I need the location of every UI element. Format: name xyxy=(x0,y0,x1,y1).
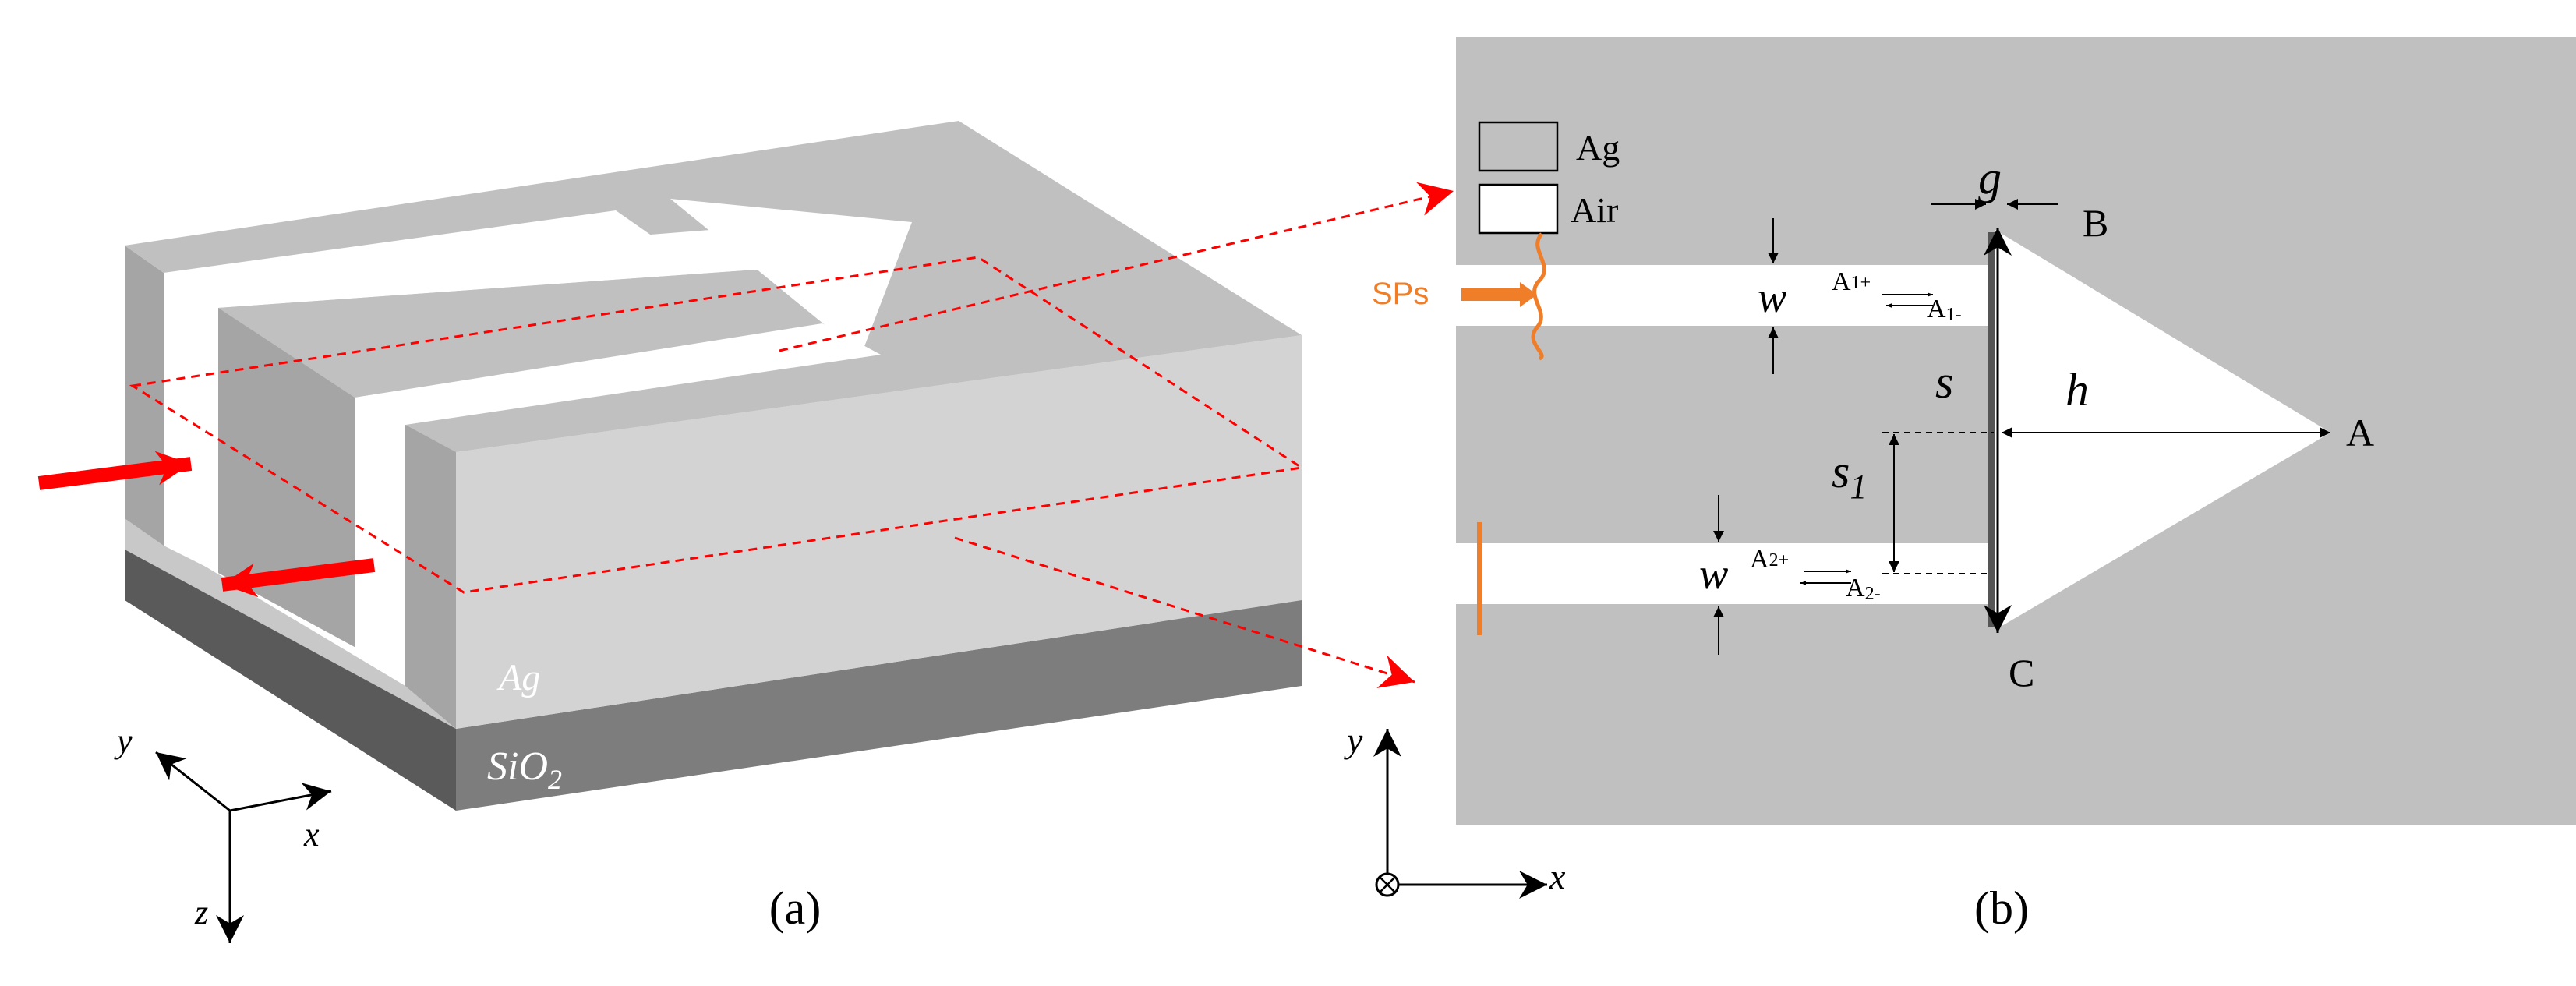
axis-a-x xyxy=(229,783,332,812)
legend-ag-swatch xyxy=(1478,121,1559,172)
ag-left-ledge xyxy=(125,518,456,729)
cross-section-plane xyxy=(129,256,1306,594)
input-arrow xyxy=(37,451,193,490)
ag-main-block-front xyxy=(456,335,1302,729)
ag-label: Ag xyxy=(496,657,540,698)
panel-a: Ag SiO2 x y z (a) xyxy=(37,121,1306,943)
air-slot-1-top xyxy=(164,210,655,300)
air-slot-2-top xyxy=(355,331,830,425)
a1-minus-label: A1- xyxy=(1927,295,1962,325)
sps-arrow-head xyxy=(1520,282,1537,307)
projection-arrows xyxy=(779,182,1454,688)
air-slot-2-front xyxy=(355,398,405,686)
axis-a-x-label: x xyxy=(303,815,320,853)
air-triangle-top xyxy=(670,199,912,355)
h-label: h xyxy=(2065,364,2089,415)
legend-air-label: Air xyxy=(1571,190,1618,230)
a2-plus-label: A2+ xyxy=(1750,545,1789,574)
axis-a-y-label: y xyxy=(114,722,133,760)
vertex-c-label: C xyxy=(2009,651,2034,694)
ag-main-side-2 xyxy=(405,425,456,729)
sps-wave xyxy=(1531,232,1546,361)
axis-b-z-x2 xyxy=(1380,877,1395,892)
projection-arrow-bottom xyxy=(954,536,1415,688)
axes-b: y x xyxy=(1344,720,1566,899)
ag-middle-front xyxy=(218,308,355,647)
projection-arrow-top xyxy=(779,182,1454,352)
s1-label: s1 xyxy=(1832,446,1867,506)
axis-b-y-label: y xyxy=(1344,720,1363,760)
caption-b: (b) xyxy=(1974,882,2029,934)
axis-b-x-label: x xyxy=(1549,857,1566,896)
s-label: s xyxy=(1935,356,1953,408)
ag-left-wall-side xyxy=(125,246,164,546)
sio2-label: SiO2 xyxy=(487,744,562,795)
a1-plus-label: A1+ xyxy=(1832,267,1871,296)
caption-a: (a) xyxy=(769,882,822,934)
vertex-a-label: A xyxy=(2346,411,2374,454)
legend-ag-label: Ag xyxy=(1576,128,1620,168)
w-top-label: w xyxy=(1758,274,1786,322)
axes-a: x y z xyxy=(114,722,332,943)
sio2-front-face xyxy=(456,600,1302,811)
axis-a-y xyxy=(155,751,231,812)
vertex-b-label: B xyxy=(2083,201,2108,245)
axis-a-z-label: z xyxy=(194,893,208,931)
waveguide-2 xyxy=(1456,543,1988,604)
legend-air-swatch xyxy=(1478,183,1559,235)
sps-label: SPs xyxy=(1372,277,1429,311)
w-bottom-label: w xyxy=(1699,550,1728,599)
panel-b: Ag Air SPs w w A1+ A1- A2+ A2- g xyxy=(1344,37,2576,934)
g-label: g xyxy=(1978,152,2002,203)
a2-minus-label: A2- xyxy=(1846,574,1881,604)
ag-top-surface xyxy=(125,121,1302,452)
output-arrow xyxy=(221,558,376,598)
triangle-resonator xyxy=(1995,230,2330,630)
